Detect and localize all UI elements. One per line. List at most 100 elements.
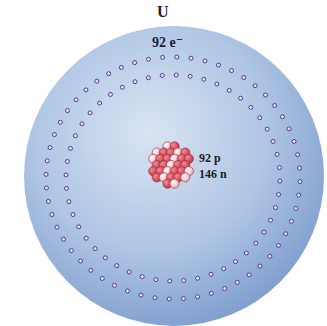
electron-dot: [174, 73, 178, 77]
electron-dot: [52, 133, 56, 137]
electron-dot: [139, 293, 143, 297]
electron-dot: [69, 146, 73, 150]
electron-dot: [273, 206, 277, 210]
electron-dot: [133, 80, 137, 84]
electron-dot: [235, 280, 239, 284]
electron-dot: [120, 85, 124, 89]
electron-dot: [258, 264, 262, 268]
electron-dot: [127, 270, 131, 274]
electron-dot: [281, 115, 285, 119]
electron-dot: [73, 134, 77, 138]
electron-dot: [196, 295, 200, 299]
electron-dot: [103, 256, 107, 260]
electron-dot: [292, 139, 296, 143]
electron-dot: [161, 55, 165, 59]
electron-count: 92 e⁻: [152, 35, 183, 50]
electron-dot: [119, 65, 123, 69]
electron-dot: [98, 101, 102, 105]
electron-dot: [203, 59, 207, 63]
electron-dot: [296, 153, 300, 157]
electron-dot: [69, 249, 73, 253]
electron-dot: [254, 241, 258, 245]
electron-dot: [276, 243, 280, 247]
proton-count: 92 p: [199, 152, 221, 165]
electron-dot: [234, 260, 238, 264]
electron-dot: [77, 225, 81, 229]
electron-dot: [67, 200, 71, 204]
electron-dot: [277, 193, 281, 197]
electron-dot: [168, 279, 172, 283]
electron-dot: [154, 278, 158, 282]
neutron-count: 146 n: [199, 168, 227, 181]
electron-dot: [55, 225, 59, 229]
electron-dot: [258, 116, 262, 120]
electron-dot: [244, 251, 248, 255]
electron-dot: [115, 264, 119, 268]
electron-dot: [239, 96, 243, 100]
electron-dot: [268, 254, 272, 258]
electron-dot: [61, 237, 65, 241]
electron-dot: [287, 127, 291, 131]
electron-dot: [249, 105, 253, 109]
electron-dot: [209, 291, 213, 295]
electron-dot: [93, 247, 97, 251]
electron-dot: [247, 273, 251, 277]
electron-dot: [290, 219, 294, 223]
electron-dot: [146, 76, 150, 80]
electron-dot: [167, 297, 171, 301]
electron-dot: [242, 76, 246, 80]
electron-dot: [107, 72, 111, 76]
electron-dot: [263, 93, 267, 97]
electron-dot: [298, 166, 302, 170]
electron-dot: [278, 179, 282, 183]
element-symbol: U: [157, 3, 169, 21]
electron-dot: [284, 232, 288, 236]
electron-dot: [88, 111, 92, 115]
electron-dot: [202, 77, 206, 81]
electron-dot: [50, 213, 54, 217]
electron-dot: [95, 79, 99, 83]
electron-dot: [140, 275, 144, 279]
electron-cloud: [24, 26, 324, 326]
electron-dot: [80, 122, 84, 126]
electron-dot: [271, 139, 275, 143]
electron-dot: [153, 296, 157, 300]
electron-dot: [189, 56, 193, 60]
electron-dot: [100, 276, 104, 280]
electron-dot: [222, 267, 226, 271]
electron-dot: [146, 57, 150, 61]
electron-dot: [297, 193, 301, 197]
nucleus: [149, 142, 194, 188]
electron-dot: [265, 127, 269, 131]
electron-dot: [253, 84, 257, 88]
neutron: [170, 179, 179, 188]
electron-dot: [71, 213, 75, 217]
electron-dot: [298, 180, 302, 184]
electron-dot: [46, 199, 50, 203]
electron-dot: [44, 186, 48, 190]
electron-dot: [84, 236, 88, 240]
electron-dot: [294, 206, 298, 210]
electron-dot: [89, 268, 93, 272]
electron-dot: [196, 276, 200, 280]
electron-dot: [215, 82, 219, 86]
electron-dot: [58, 120, 62, 124]
electron-dot: [65, 186, 69, 190]
electron-dot: [217, 63, 221, 67]
electron-dot: [84, 88, 88, 92]
electron-dot: [45, 159, 49, 163]
electron-dot: [79, 259, 83, 263]
electron-dot: [262, 230, 266, 234]
electron-dot: [66, 109, 70, 113]
electron-dot: [230, 69, 234, 73]
electron-dot: [273, 103, 277, 107]
electron-dot: [112, 283, 116, 287]
electron-dot: [182, 278, 186, 282]
electron-dot: [223, 287, 227, 291]
electron-dot: [209, 272, 213, 276]
electron-dot: [64, 173, 68, 177]
electron-shells: [44, 55, 302, 301]
electron-dot: [277, 166, 281, 170]
electron-dot: [74, 98, 78, 102]
